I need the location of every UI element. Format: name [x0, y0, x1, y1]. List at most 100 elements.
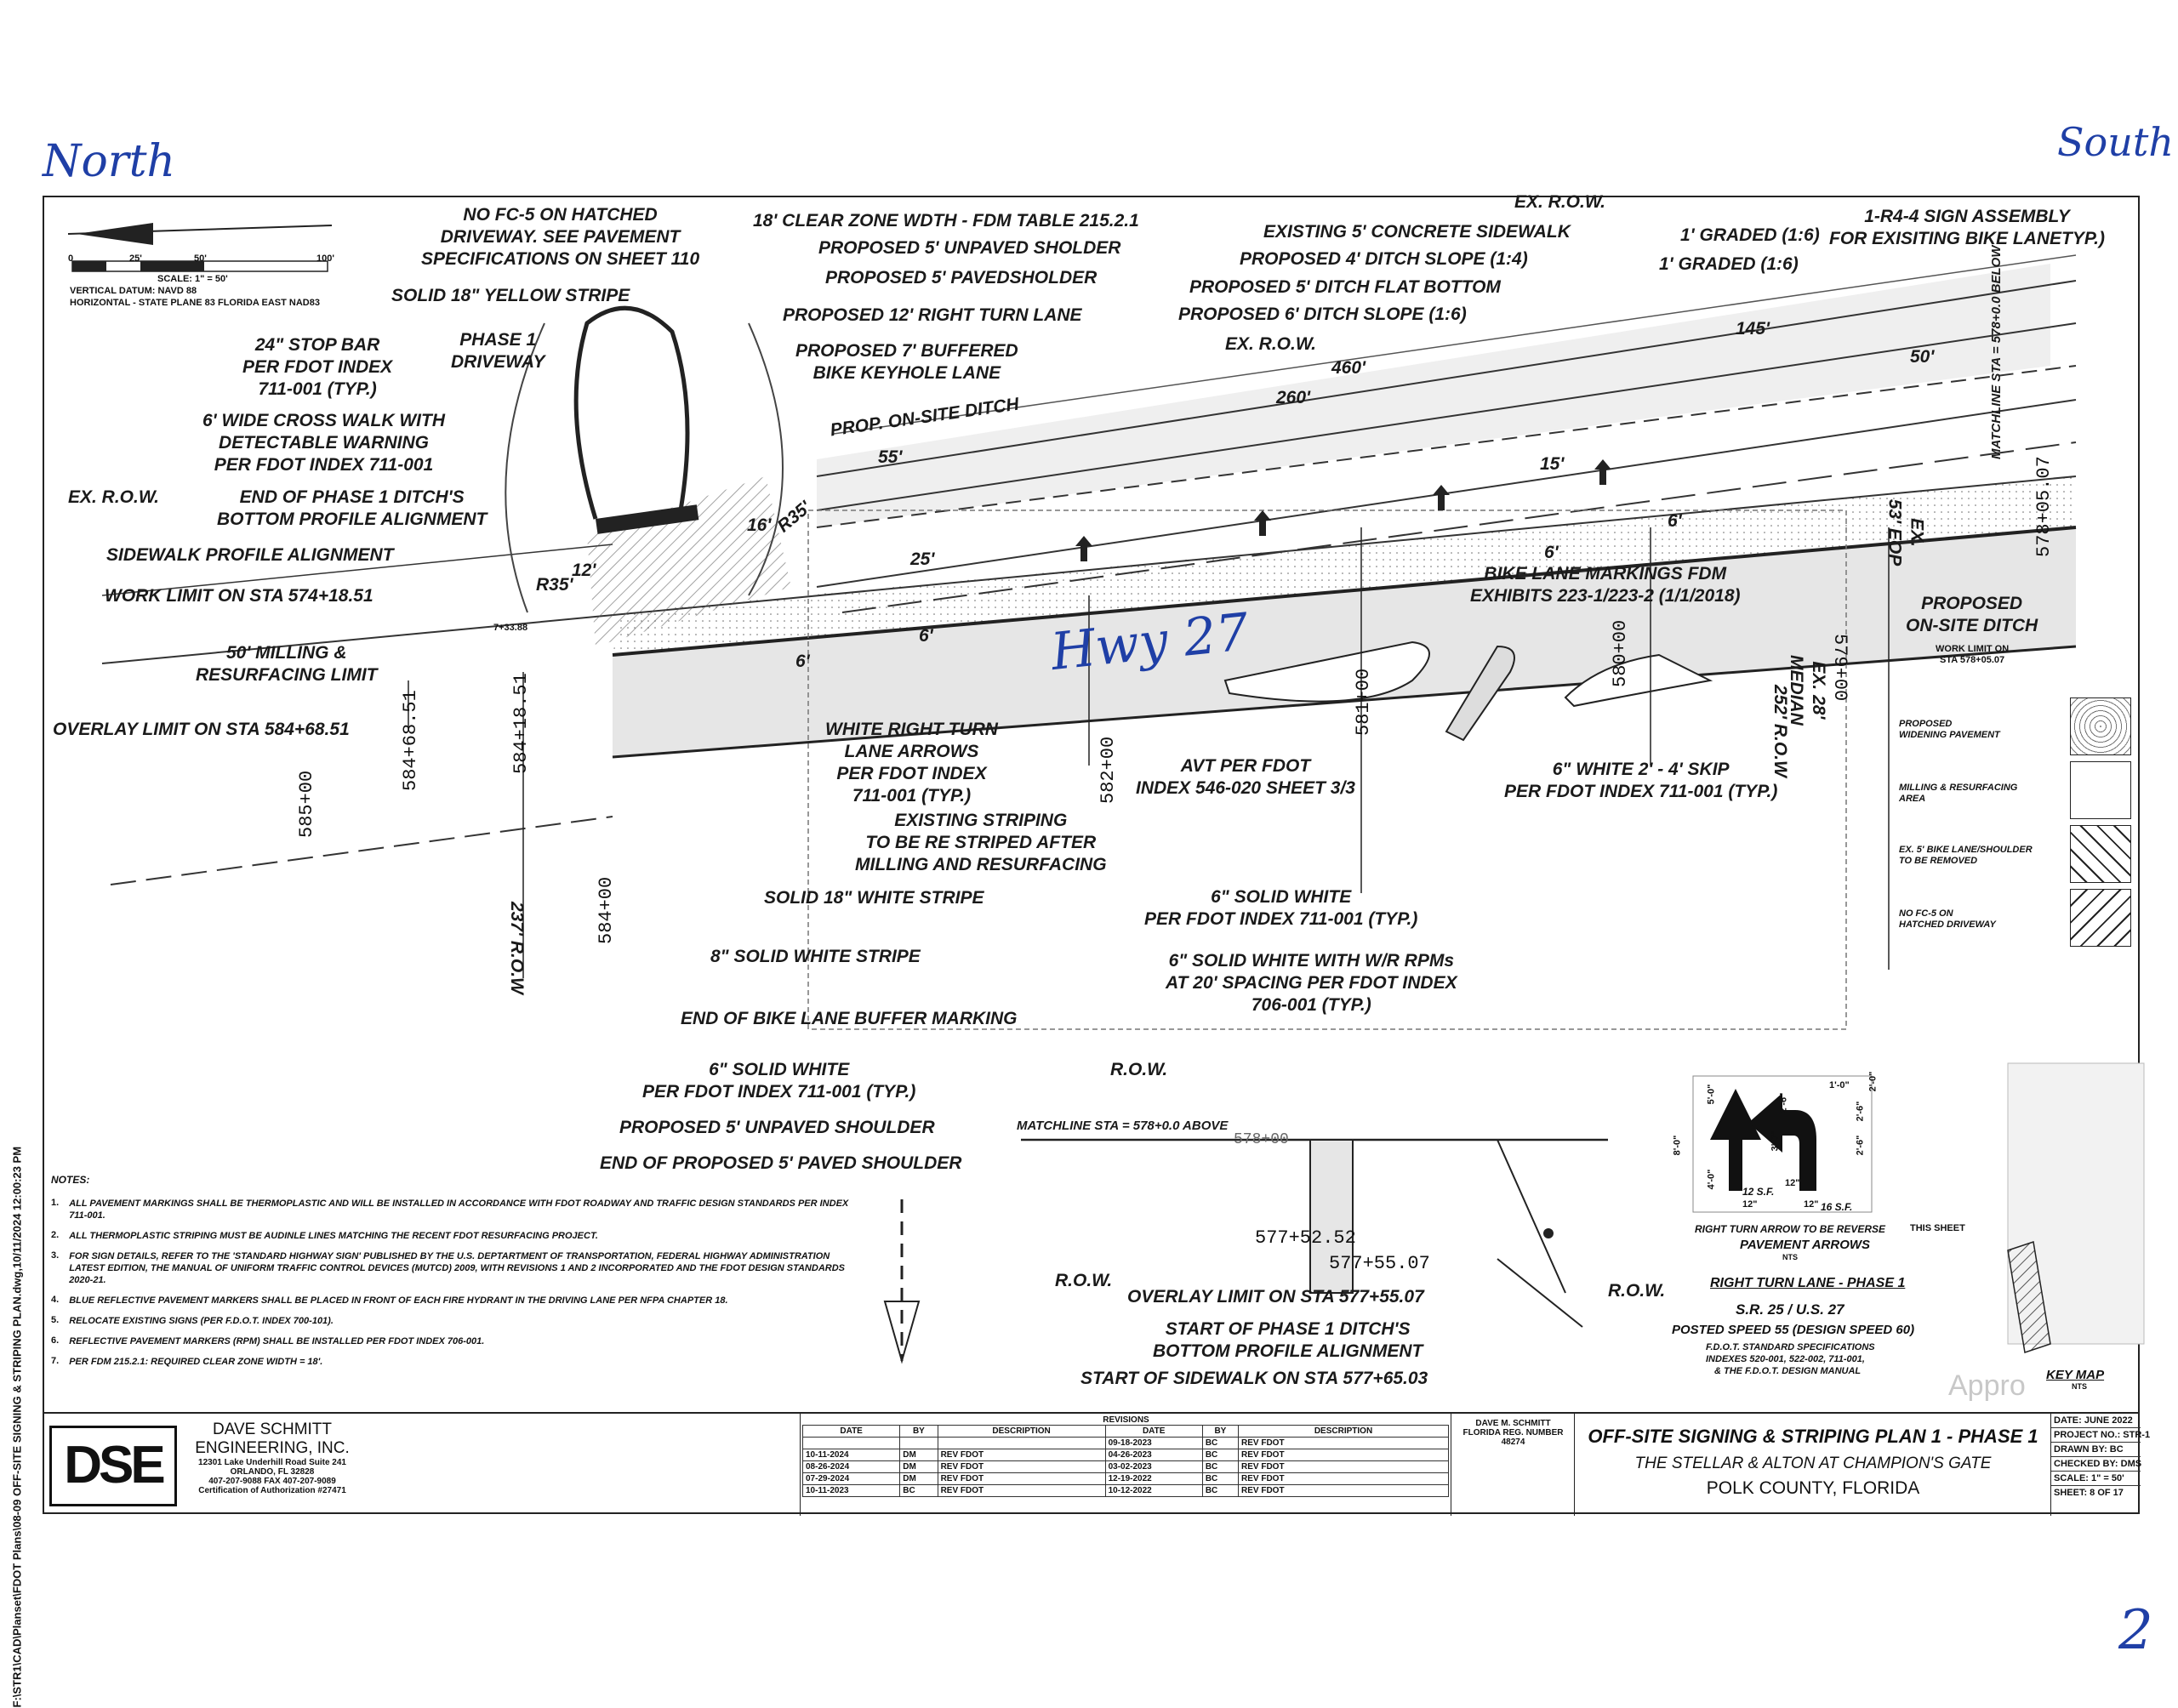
callout-end-paved-shoulder: END OF PROPOSED 5' PAVED SHOULDER [600, 1153, 962, 1173]
dim-16: 16' [747, 515, 772, 535]
sheet-checked-by: CHECKED BY: DMS [2051, 1457, 2141, 1472]
spec-line-3: & THE F.D.O.T. DESIGN MANUAL [1714, 1366, 1862, 1376]
arrow-dim-2-6a: 2'-6" [1778, 1092, 1789, 1113]
callout-start-sidewalk: START OF SIDEWALK ON STA 577+65.03 [1080, 1369, 1428, 1388]
arrow-dim-2-6b: 2'-6" [1855, 1135, 1866, 1156]
callout-graded-1: 1' GRADED (1:6) [1680, 225, 1820, 245]
dim-15: 15' [1540, 454, 1565, 474]
note-2: 2.ALL THERMOPLASTIC STRIPING MUST BE AUD… [51, 1230, 598, 1241]
speed-label: POSTED SPEED 55 (DESIGN SPEED 60) [1672, 1323, 1915, 1337]
dim-25: 25' [910, 549, 935, 569]
station-577-52: 577+52.52 [1255, 1227, 1356, 1249]
right-turn-arrow-graphic [1748, 1093, 1816, 1191]
callout-row-inset-left: R.O.W. [1055, 1271, 1113, 1290]
callout-phase1-driveway: PHASE 1 DRIVEWAY [451, 330, 545, 372]
note-3: 3.FOR SIGN DETAILS, REFER TO THE 'STANDA… [51, 1250, 845, 1285]
revisions-title: REVISIONS [1103, 1415, 1149, 1425]
legend-swatch-no-fc5 [2070, 889, 2131, 947]
driveway [573, 305, 690, 520]
callout-ex-sidewalk: EXISTING 5' CONCRETE SIDEWALK [1263, 222, 1571, 242]
arrow-sf-16: 16 S.F. [1821, 1201, 1853, 1213]
legend-widening: PROPOSED WIDENING PAVEMENT [1899, 719, 2000, 740]
legend-milling: MILLING & RESURFACING AREA [1899, 783, 2018, 804]
scale-tick-100: 100' [316, 253, 334, 264]
dim-460: 460' [1331, 358, 1366, 378]
key-map-nts: NTS [2072, 1382, 2087, 1391]
dim-50: 50' [1910, 347, 1935, 367]
legend-swatch-bike-removed [2070, 825, 2131, 883]
callout-row-lower: R.O.W. [1110, 1060, 1168, 1079]
note-4: 4.BLUE REFLECTIVE PAVEMENT MARKERS SHALL… [51, 1295, 728, 1306]
callout-row-inset-right: R.O.W. [1608, 1281, 1666, 1301]
note-1: 1.ALL PAVEMENT MARKINGS SHALL BE THERMOP… [51, 1198, 849, 1221]
legend-no-fc5: NO FC-5 ON HATCHED DRIVEWAY [1899, 908, 1996, 930]
callout-ex-row-left: EX. R.O.W. [68, 487, 159, 507]
station-585: 585+00 [296, 770, 317, 838]
scale-tick-50: 50' [194, 253, 207, 264]
rev-header-desc-2: DESCRIPTION [1238, 1425, 1449, 1438]
dim-145: 145' [1736, 319, 1770, 339]
dim-r35b: R35' [536, 575, 573, 595]
callout-matchline-below: MATCHLINE STA = 578+0.0 BELOW [1989, 245, 2004, 459]
callout-ditch-slope-6: PROPOSED 6' DITCH SLOPE (1:6) [1178, 305, 1467, 324]
callout-start-ditch: START OF PHASE 1 DITCH'S BOTTOM PROFILE … [1153, 1319, 1423, 1361]
milling-area [613, 527, 2076, 757]
station-578-05: 578+05.07 [2033, 456, 2055, 557]
revisions-table: DATE BY DESCRIPTION DATE BY DESCRIPTION … [801, 1425, 1449, 1497]
dim-12: 12' [572, 561, 596, 580]
note-7: 7.PER FDM 215.2.1: REQUIRED CLEAR ZONE W… [51, 1356, 323, 1367]
arrow-reverse-note: RIGHT TURN ARROW TO BE REVERSE [1695, 1223, 1886, 1235]
ditch-area [817, 264, 2050, 527]
arrow-dim-1-0: 1'-0" [1829, 1080, 1850, 1090]
callout-work-limit-578: WORK LIMIT ON STA 578+05.07 [1936, 644, 2010, 665]
arrow-dim-2-6c: 2'-6" [1855, 1101, 1866, 1122]
station-579: 579+00 [1829, 634, 1850, 702]
station-7-33: 7+33.88 [493, 623, 528, 633]
callout-r44-sign: 1-R4-4 SIGN ASSEMBLY FOR EXISITING BIKE … [1829, 207, 2105, 248]
legend-swatch-widening [2070, 697, 2131, 755]
project-title-cell: OFF-SITE SIGNING & STRIPING PLAN 1 - PHA… [1574, 1414, 2051, 1516]
sheet-project-no: PROJECT NO.: STR-1 [2051, 1428, 2150, 1443]
widening-pavement [613, 476, 2076, 655]
dim-55: 55' [878, 447, 903, 467]
callout-solid-white-18: SOLID 18" WHITE STRIPE [764, 888, 984, 908]
callout-ex-row-top: EX. R.O.W. [1514, 192, 1605, 212]
dim-6a: 6' [1544, 543, 1559, 562]
south-annotation: South [2057, 119, 2174, 165]
crosswalk-marker [596, 504, 699, 534]
route-label: S.R. 25 / U.S. 27 [1736, 1301, 1844, 1318]
sheet-date: DATE: JUNE 2022 [2051, 1414, 2141, 1428]
horizontal-datum: HORIZONTAL - STATE PLANE 83 FLORIDA EAST… [70, 298, 320, 308]
arrow-dim-5: 5'-0" [1706, 1084, 1717, 1105]
dim-6c: 6' [919, 626, 933, 646]
engineer-reg: FLORIDA REG. NUMBER [1462, 1428, 1564, 1438]
engineer-number: 48274 [1501, 1438, 1525, 1447]
callout-avt: AVT PER FDOT INDEX 546-020 SHEET 3/3 [1136, 756, 1355, 798]
right-turn-title: RIGHT TURN LANE - PHASE 1 [1710, 1276, 1906, 1290]
arrow-dim-12b: 12" [1785, 1178, 1800, 1188]
project-name: THE STELLAR & ALTON AT CHAMPION'S GATE [1634, 1455, 1992, 1472]
callout-existing-striping: EXISTING STRIPING TO BE RE STRIPED AFTER… [855, 811, 1107, 874]
notes-section: NOTES: 1.ALL PAVEMENT MARKINGS SHALL BE … [51, 1174, 852, 1376]
arrow-dim-8: 8'-0" [1672, 1135, 1683, 1156]
spec-line-1: F.D.O.T. STANDARD SPECIFICATIONS [1706, 1342, 1875, 1352]
legend-swatch-milling [2070, 761, 2131, 819]
callout-bike-lane-markings: BIKE LANE MARKINGS FDM EXHIBITS 223-1/22… [1470, 564, 1741, 606]
callout-white-right-turn: WHITE RIGHT TURN LANE ARROWS PER FDOT IN… [825, 720, 998, 806]
note-5: 5.RELOCATE EXISTING SIGNS (PER F.D.O.T. … [51, 1315, 334, 1326]
callout-solid-white-6a: 6" SOLID WHITE PER FDOT INDEX 711-001 (T… [1144, 887, 1418, 929]
callout-proposed-onsite-ditch: PROPOSED ON-SITE DITCH [1906, 594, 2038, 635]
rev-header-date: DATE [801, 1425, 901, 1438]
rev-header-by-2: BY [1201, 1425, 1240, 1438]
straight-arrow-graphic [1710, 1089, 1761, 1191]
median-island-3 [1564, 653, 1713, 708]
callout-ditch-flat: PROPOSED 5' DITCH FLAT BOTTOM [1189, 277, 1501, 297]
callout-overlay-584: OVERLAY LIMIT ON STA 584+68.51 [53, 720, 350, 739]
company-name-1: DAVE SCHMITT [212, 1420, 333, 1438]
callout-right-turn-12: PROPOSED 12' RIGHT TURN LANE [783, 305, 1082, 325]
sheet-title: OFF-SITE SIGNING & STRIPING PLAN 1 - PHA… [1588, 1426, 2038, 1447]
company-address-2: ORLANDO, FL 32828 [230, 1467, 315, 1477]
